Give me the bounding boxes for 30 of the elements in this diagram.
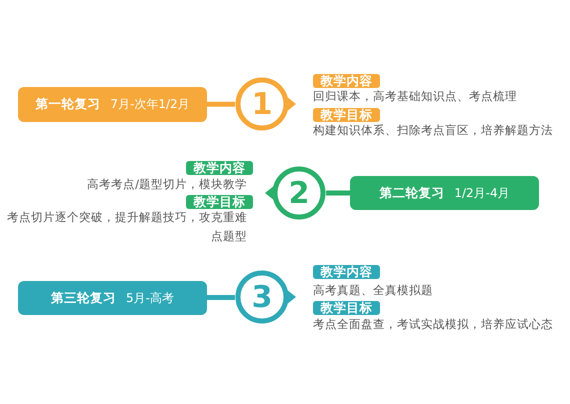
stage-name: 第二轮复习 — [379, 184, 444, 202]
section-text: 考点切片逐个突破，提升解题技巧，攻克重难点题型 — [7, 209, 247, 245]
section-text: 考点全面盘查，考试实战模拟，培养应试心态 — [313, 316, 554, 333]
step-number: 1 — [252, 90, 272, 120]
step-circle — [235, 77, 298, 131]
stage-box — [350, 176, 539, 210]
section-heading: 教学目标 — [313, 301, 380, 315]
stage-name: 第一轮复习 — [35, 96, 100, 113]
stage-name: 第三轮复习 — [51, 290, 116, 306]
stage-box — [18, 281, 207, 315]
step-number: 3 — [252, 283, 272, 313]
stage-period: 7月-次年1/2月 — [110, 96, 190, 113]
stage-period: 5月-高考 — [126, 290, 174, 306]
section-text: 构建知识体系、扫除考点盲区，培养解题方法 — [313, 122, 554, 139]
connector-line — [326, 190, 350, 196]
section-heading: 教学内容 — [186, 161, 253, 175]
section-text: 高考考点/题型切片，模块教学 — [86, 176, 247, 193]
connector-line — [207, 102, 235, 107]
section-heading: 教学目标 — [313, 108, 380, 122]
section-heading: 教学目标 — [186, 195, 253, 209]
connector-line — [207, 295, 235, 300]
step-circle — [235, 270, 298, 324]
stage-box — [18, 87, 207, 122]
section-heading: 教学内容 — [313, 265, 380, 279]
step-circle — [263, 166, 326, 220]
stage-period: 1/2月-4月 — [454, 184, 510, 202]
section-heading: 教学内容 — [313, 74, 380, 88]
section-text: 回归课本，高考基础知识点、考点梳理 — [313, 88, 518, 105]
section-text: 高考真题、全真模拟题 — [313, 282, 434, 299]
step-number: 2 — [288, 179, 310, 209]
